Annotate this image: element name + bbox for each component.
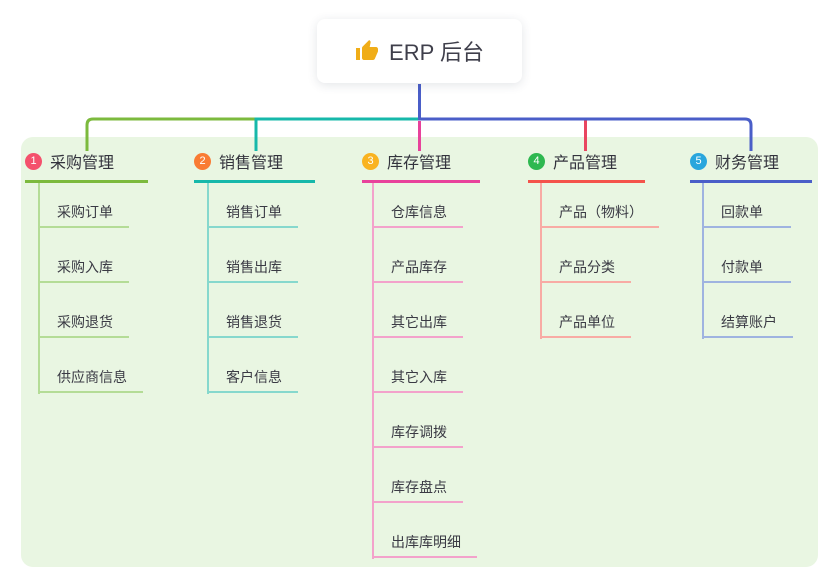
node-item[interactable]: 付款单 bbox=[702, 257, 791, 283]
branch-header-finance[interactable]: 5 财务管理 bbox=[690, 149, 812, 183]
node-item[interactable]: 库存调拨 bbox=[372, 422, 463, 448]
node-item[interactable]: 产品分类 bbox=[540, 257, 631, 283]
node-item[interactable]: 其它入库 bbox=[372, 367, 463, 393]
node-item[interactable]: 产品（物料） bbox=[540, 202, 659, 228]
node-item[interactable]: 结算账户 bbox=[702, 312, 793, 338]
node-item[interactable]: 产品库存 bbox=[372, 257, 463, 283]
root-title: ERP 后台 bbox=[389, 40, 484, 65]
node-item[interactable]: 客户信息 bbox=[207, 367, 298, 393]
branch-spine bbox=[702, 181, 704, 339]
badge-5-icon: 5 bbox=[690, 152, 707, 170]
branch-spine bbox=[38, 181, 40, 394]
node-item[interactable]: 产品单位 bbox=[540, 312, 631, 338]
branch-header-purchase[interactable]: 1 采购管理 bbox=[25, 149, 148, 183]
thumbs-up-icon bbox=[356, 40, 379, 60]
node-item[interactable]: 采购订单 bbox=[38, 202, 129, 228]
node-item[interactable]: 出库库明细 bbox=[372, 532, 477, 558]
branch-label: 采购管理 bbox=[50, 155, 115, 172]
node-item[interactable]: 销售出库 bbox=[207, 257, 298, 283]
node-item[interactable]: 仓库信息 bbox=[372, 202, 463, 228]
branch-header-product[interactable]: 4 产品管理 bbox=[528, 149, 645, 183]
node-item[interactable]: 采购入库 bbox=[38, 257, 129, 283]
branch-spine bbox=[372, 181, 374, 559]
node-item[interactable]: 其它出库 bbox=[372, 312, 463, 338]
branch-header-inventory[interactable]: 3 库存管理 bbox=[362, 149, 480, 183]
branch-spine bbox=[207, 181, 209, 394]
node-item[interactable]: 销售退货 bbox=[207, 312, 298, 338]
mindmap-background-panel bbox=[21, 137, 818, 567]
badge-3-icon: 3 bbox=[362, 152, 379, 170]
branch-label: 产品管理 bbox=[553, 155, 618, 172]
branch-label: 财务管理 bbox=[715, 155, 780, 172]
node-item[interactable]: 回款单 bbox=[702, 202, 791, 228]
node-item[interactable]: 库存盘点 bbox=[372, 477, 463, 503]
badge-2-icon: 2 bbox=[194, 152, 211, 170]
badge-4-icon: 4 bbox=[528, 152, 545, 170]
node-item[interactable]: 供应商信息 bbox=[38, 367, 143, 393]
branch-label: 销售管理 bbox=[219, 155, 284, 172]
branch-label: 库存管理 bbox=[387, 155, 452, 172]
branch-spine bbox=[540, 181, 542, 339]
node-item[interactable]: 采购退货 bbox=[38, 312, 129, 338]
node-item[interactable]: 销售订单 bbox=[207, 202, 298, 228]
badge-1-icon: 1 bbox=[25, 152, 42, 170]
branch-header-sales[interactable]: 2 销售管理 bbox=[194, 149, 315, 183]
root-node-erp[interactable]: ERP 后台 bbox=[317, 19, 522, 83]
